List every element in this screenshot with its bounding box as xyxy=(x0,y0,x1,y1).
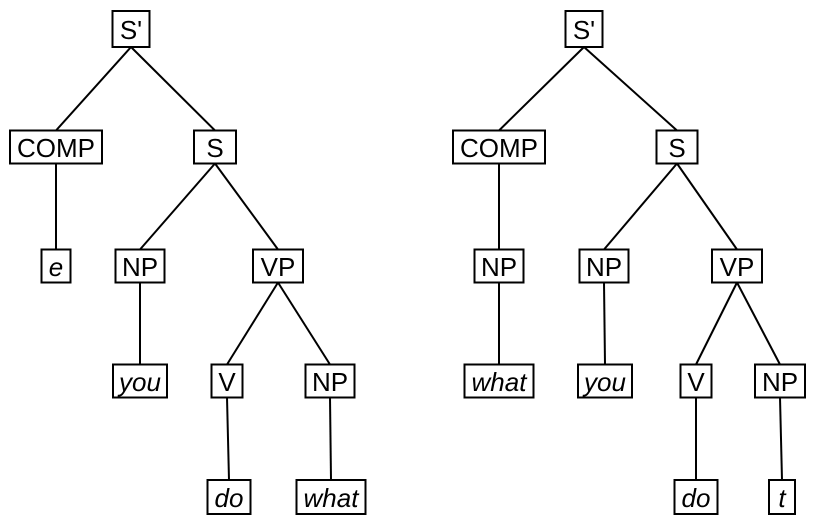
node-label: COMP xyxy=(17,133,95,163)
tree-edge xyxy=(329,397,332,481)
node-box xyxy=(111,10,151,48)
tree-node-do[interactable]: do xyxy=(206,479,252,515)
tree-edge xyxy=(55,46,132,132)
node-box xyxy=(210,363,244,399)
tree-edge xyxy=(736,282,781,365)
node-label: NP xyxy=(312,367,348,397)
node-label: do xyxy=(682,483,711,513)
node-label: do xyxy=(215,483,244,513)
tree-edge xyxy=(695,282,738,365)
tree-node-e[interactable]: e xyxy=(40,248,72,284)
node-box xyxy=(40,248,72,284)
node-label: COMP xyxy=(460,133,538,163)
tree-node-np[interactable]: NP xyxy=(578,248,630,284)
node-box xyxy=(754,363,806,399)
tree-node-what[interactable]: what xyxy=(463,363,535,399)
tree-edge xyxy=(130,46,216,132)
tree-node-what[interactable]: what xyxy=(295,479,367,515)
tree-node-np[interactable]: NP xyxy=(754,363,806,399)
node-label: what xyxy=(472,367,529,397)
node-box xyxy=(304,363,356,399)
node-box xyxy=(564,10,604,48)
tree-node-np[interactable]: NP xyxy=(114,248,166,284)
node-label: e xyxy=(49,252,63,282)
tree-edge xyxy=(583,46,678,132)
tree-node-you[interactable]: you xyxy=(577,363,633,399)
node-label: VP xyxy=(720,252,755,282)
tree-edges-surface-structure xyxy=(498,46,783,481)
node-label: you xyxy=(582,367,626,397)
node-box xyxy=(578,248,630,284)
node-label: S xyxy=(668,133,685,163)
tree-nodes-surface-structure: S' COMP S NP NP VP what you V NP do t xyxy=(452,10,806,515)
tree-node-vp[interactable]: VP xyxy=(711,248,763,284)
node-label: you xyxy=(117,367,161,397)
node-box xyxy=(463,363,535,399)
node-box xyxy=(295,479,367,515)
node-box xyxy=(673,479,719,515)
node-box xyxy=(112,363,168,399)
edges-layer xyxy=(55,46,783,481)
tree-edge xyxy=(603,282,606,365)
tree-node-you[interactable]: you xyxy=(112,363,168,399)
tree-node-sbar[interactable]: S' xyxy=(564,10,604,48)
node-box xyxy=(768,479,796,515)
tree-edge xyxy=(676,162,738,251)
tree-node-v[interactable]: V xyxy=(210,363,244,399)
tree-node-comp[interactable]: COMP xyxy=(9,129,103,165)
tree-node-sbar[interactable]: S' xyxy=(111,10,151,48)
tree-edge xyxy=(214,162,279,251)
node-box xyxy=(252,248,304,284)
node-label: NP xyxy=(762,367,798,397)
node-box xyxy=(473,248,525,284)
node-label: NP xyxy=(481,252,517,282)
node-label: V xyxy=(687,367,705,397)
tree-node-s[interactable]: S xyxy=(655,129,699,165)
node-label: t xyxy=(778,483,787,513)
tree-node-np[interactable]: NP xyxy=(304,363,356,399)
tree-edge xyxy=(603,162,678,251)
tree-node-np[interactable]: NP xyxy=(473,248,525,284)
node-label: S' xyxy=(120,15,142,45)
tree-edge xyxy=(277,281,331,366)
node-box xyxy=(114,248,166,284)
node-box xyxy=(655,129,699,165)
node-label: S' xyxy=(573,15,595,45)
node-box xyxy=(206,479,252,515)
tree-node-t[interactable]: t xyxy=(768,479,796,515)
node-box xyxy=(193,129,237,165)
node-label: NP xyxy=(122,252,158,282)
node-label: what xyxy=(304,483,361,513)
tree-edge xyxy=(226,281,279,366)
tree-node-vp[interactable]: VP xyxy=(252,248,304,284)
tree-node-v[interactable]: V xyxy=(679,363,713,399)
node-box xyxy=(452,129,546,165)
tree-edge xyxy=(139,162,216,251)
node-label: S xyxy=(206,133,223,163)
node-label: NP xyxy=(586,252,622,282)
tree-node-do[interactable]: do xyxy=(673,479,719,515)
tree-edge xyxy=(779,397,783,481)
node-label: VP xyxy=(261,252,296,282)
node-box xyxy=(9,129,103,165)
tree-edge xyxy=(226,397,230,481)
node-box xyxy=(679,363,713,399)
tree-edges-deep-structure xyxy=(55,46,332,481)
node-box xyxy=(711,248,763,284)
tree-edge xyxy=(498,46,585,132)
node-box xyxy=(577,363,633,399)
tree-node-comp[interactable]: COMP xyxy=(452,129,546,165)
node-label: V xyxy=(218,367,236,397)
tree-node-s[interactable]: S xyxy=(193,129,237,165)
